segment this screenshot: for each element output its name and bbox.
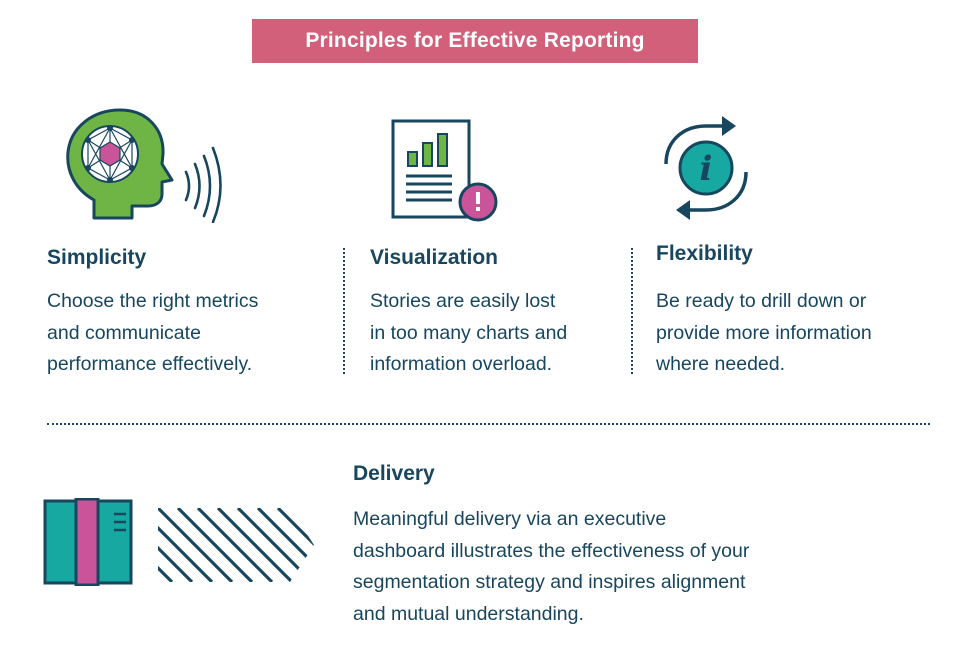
head-brain-icon xyxy=(64,108,234,228)
flexibility-text: Be ready to drill down or provide more i… xyxy=(656,290,872,375)
svg-text:i: i xyxy=(700,149,713,189)
column-divider xyxy=(631,248,633,374)
dashboard-delivery-icon xyxy=(42,497,318,591)
report-chart-icon xyxy=(390,118,502,231)
visualization-text: Stories are easily lost in too many char… xyxy=(370,290,568,375)
delivery-heading: Delivery xyxy=(353,462,435,485)
info-cycle-icon: i xyxy=(660,116,752,227)
simplicity-heading: Simplicity xyxy=(47,246,147,269)
delivery-text: Meaningful delivery via an executive das… xyxy=(353,508,750,625)
visualization-heading: Visualization xyxy=(370,246,498,269)
column-divider xyxy=(343,248,345,374)
flexibility-heading: Flexibility xyxy=(656,242,753,265)
page-title: Principles for Effective Reporting xyxy=(252,19,698,63)
section-divider xyxy=(47,423,930,425)
simplicity-text: Choose the right metrics and communicate… xyxy=(47,290,259,375)
